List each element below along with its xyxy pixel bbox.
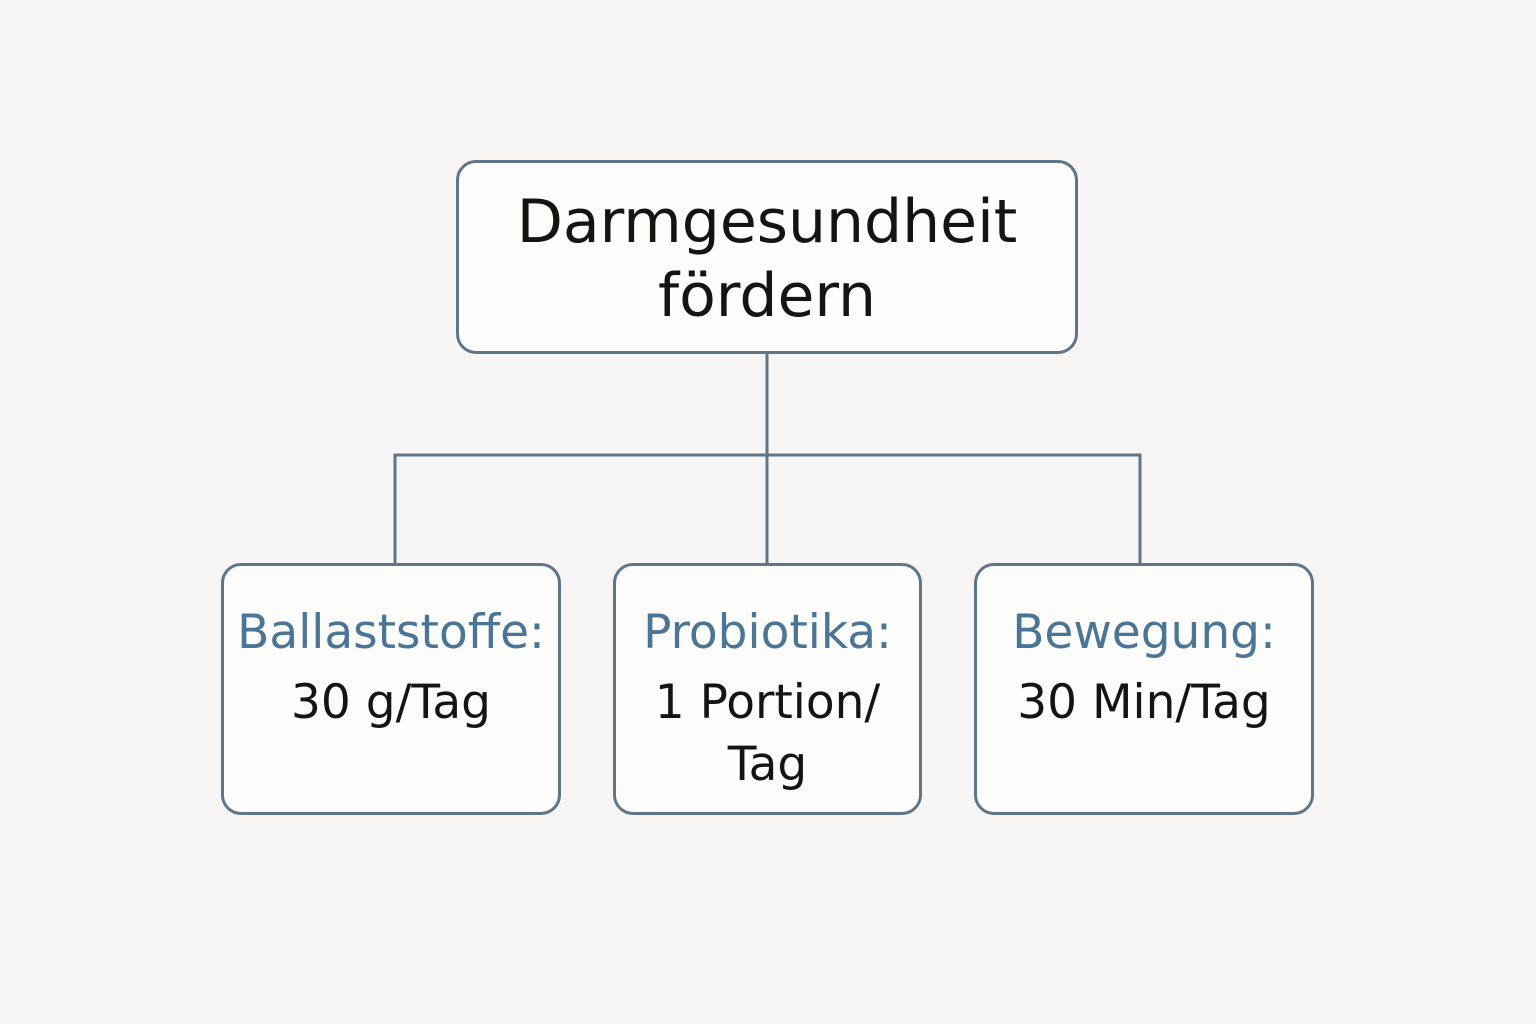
root-node: Darmgesundheit fördern [456,160,1078,354]
child-node-ballaststoffe: Ballaststoffe: 30 g/Tag [221,563,561,815]
root-title-line-1: Darmgesundheit [516,187,1018,257]
child-value: 1 Portion/ Tag [654,675,881,792]
child-label: Ballaststoffe: [237,605,545,660]
child-value: 30 g/Tag [291,675,491,730]
child-node-probiotika: Probiotika: 1 Portion/ Tag [613,563,922,815]
child-value: 30 Min/Tag [1017,675,1271,730]
child-label: Bewegung: [1012,605,1276,660]
root-title: Darmgesundheit fördern [459,181,1075,333]
root-title-line-2: fördern [657,261,877,331]
child-node-bewegung: Bewegung: 30 Min/Tag [974,563,1314,815]
child-label: Probiotika: [643,605,892,660]
